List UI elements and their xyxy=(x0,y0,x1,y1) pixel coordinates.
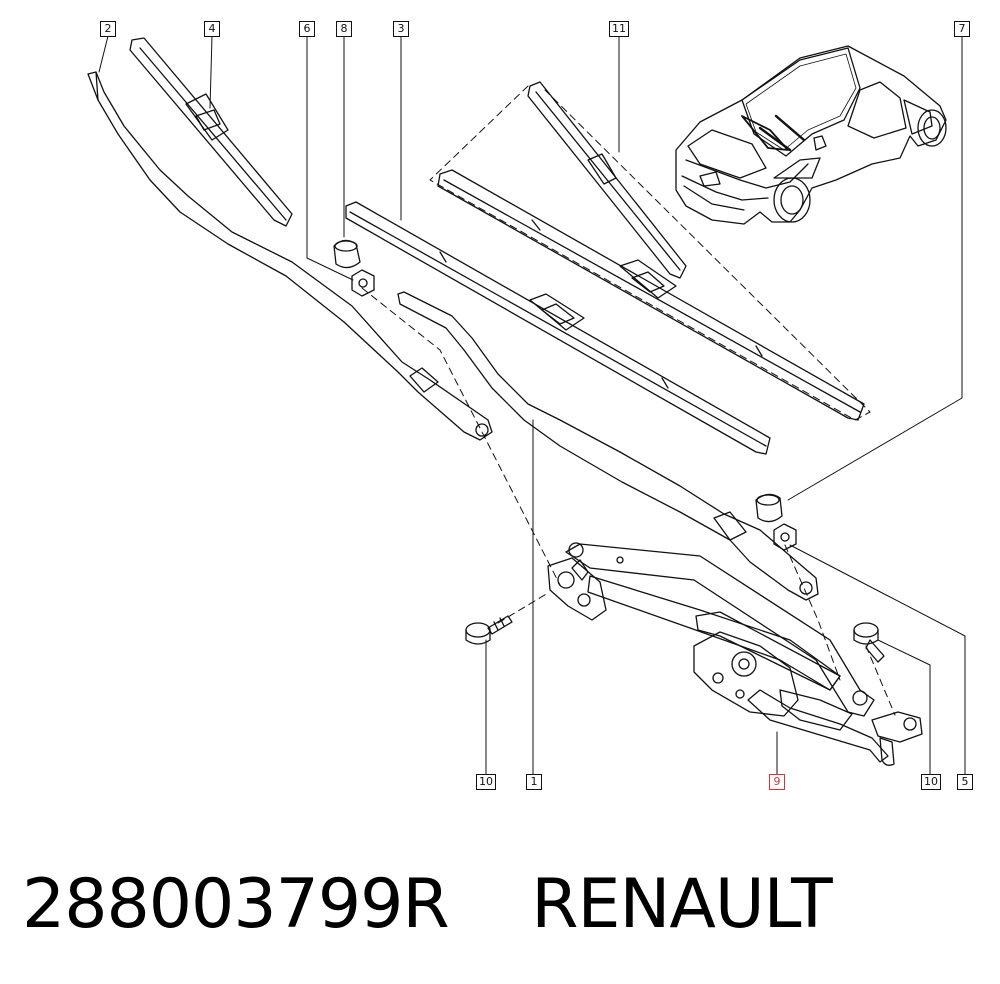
callout-1: 1 xyxy=(526,774,542,790)
bolt-left xyxy=(465,615,513,645)
callout-6: 6 xyxy=(299,21,315,37)
nut-right xyxy=(773,523,797,551)
right-wiper-arm xyxy=(397,291,819,601)
callout-10-left: 10 xyxy=(476,774,496,790)
callout-4: 4 xyxy=(204,21,220,37)
part-number: 288003799R xyxy=(22,865,450,944)
callout-8: 8 xyxy=(336,21,352,37)
brand-name: RENAULT xyxy=(531,865,832,944)
leader-lines xyxy=(98,35,966,776)
nut-left xyxy=(351,269,375,297)
cap-right xyxy=(755,493,783,523)
callout-2: 2 xyxy=(100,21,116,37)
cap-left xyxy=(333,239,361,269)
callout-3: 3 xyxy=(393,21,409,37)
bolt-right xyxy=(853,622,885,663)
callout-5: 5 xyxy=(957,774,973,790)
upper-wiper-blade xyxy=(437,81,865,421)
car-illustration xyxy=(675,45,947,225)
wiper-linkage-motor xyxy=(547,542,923,766)
part-caption: 288003799R RENAULT xyxy=(22,860,833,950)
callout-9-highlighted: 9 xyxy=(769,774,785,790)
callout-11: 11 xyxy=(609,21,629,37)
left-wiper-blade xyxy=(129,37,293,227)
right-wiper-blade xyxy=(345,201,771,455)
callout-10-right: 10 xyxy=(921,774,941,790)
callout-7: 7 xyxy=(954,21,970,37)
left-wiper-arm xyxy=(87,71,493,441)
dashed-assembly-lines xyxy=(361,85,896,716)
